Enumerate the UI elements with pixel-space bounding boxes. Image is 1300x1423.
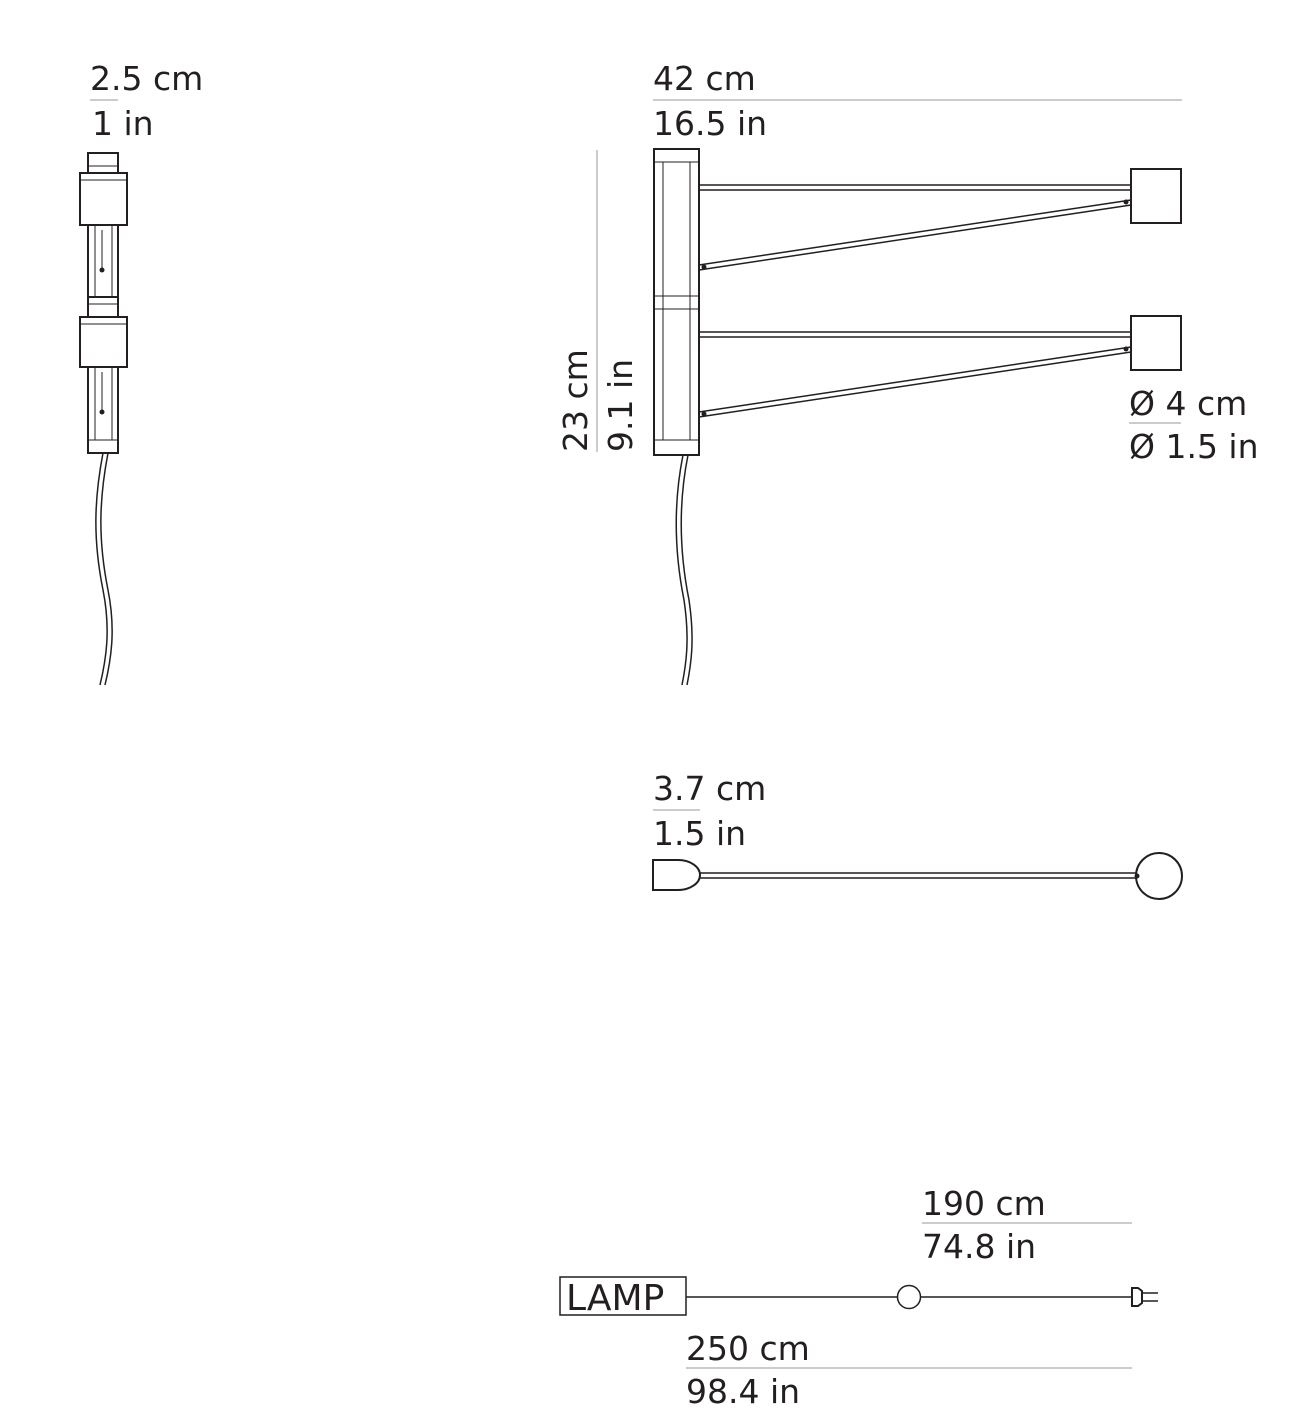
top-depth-in: 1.5 in — [653, 814, 746, 853]
front-height-in: 9.1 in — [601, 359, 640, 452]
lamp-box — [559, 1276, 687, 1316]
front-diameter-in: Ø 1.5 in — [1129, 427, 1259, 466]
cable-diagram: 190 cm 74.8 in LAMP 250 cm 98.4 in — [559, 1184, 1158, 1411]
front-length-in: 16.5 in — [653, 104, 767, 143]
side-cord — [95, 452, 108, 686]
top-view: 3.7 cm 1.5 in — [652, 769, 1183, 900]
plug-icon — [1131, 1287, 1158, 1307]
side-width-cm: 2.5 cm — [90, 59, 203, 98]
side-top-cap — [87, 152, 119, 174]
front-height-cm: 23 cm — [556, 349, 595, 452]
top-head — [1135, 852, 1183, 900]
front-view: 42 cm 16.5 in 23 cm 9.1 in Ø 4 cm — [556, 59, 1259, 686]
side-upper-head — [79, 172, 128, 226]
front-upper-head — [1130, 168, 1182, 224]
cable-total-cm: 250 cm — [686, 1329, 810, 1368]
front-cord — [675, 454, 688, 686]
front-diameter-cm: Ø 4 cm — [1129, 384, 1247, 423]
front-column — [653, 148, 700, 456]
lamp-label: LAMP — [566, 1278, 664, 1319]
side-joint — [87, 296, 119, 318]
cable-total-in: 98.4 in — [686, 1372, 800, 1411]
top-wall-mount — [652, 859, 701, 891]
cable-switch-plug-cm: 190 cm — [922, 1184, 1046, 1223]
side-width-in: 1 in — [92, 104, 154, 143]
side-upper-rod — [87, 224, 119, 298]
side-view: 2.5 cm 1 in — [79, 59, 203, 686]
front-lower-head — [1130, 315, 1182, 371]
cable-switch-plug-in: 74.8 in — [922, 1227, 1036, 1266]
front-length-cm: 42 cm — [653, 59, 756, 98]
switch-icon — [896, 1284, 922, 1310]
top-depth-cm: 3.7 cm — [653, 769, 766, 808]
